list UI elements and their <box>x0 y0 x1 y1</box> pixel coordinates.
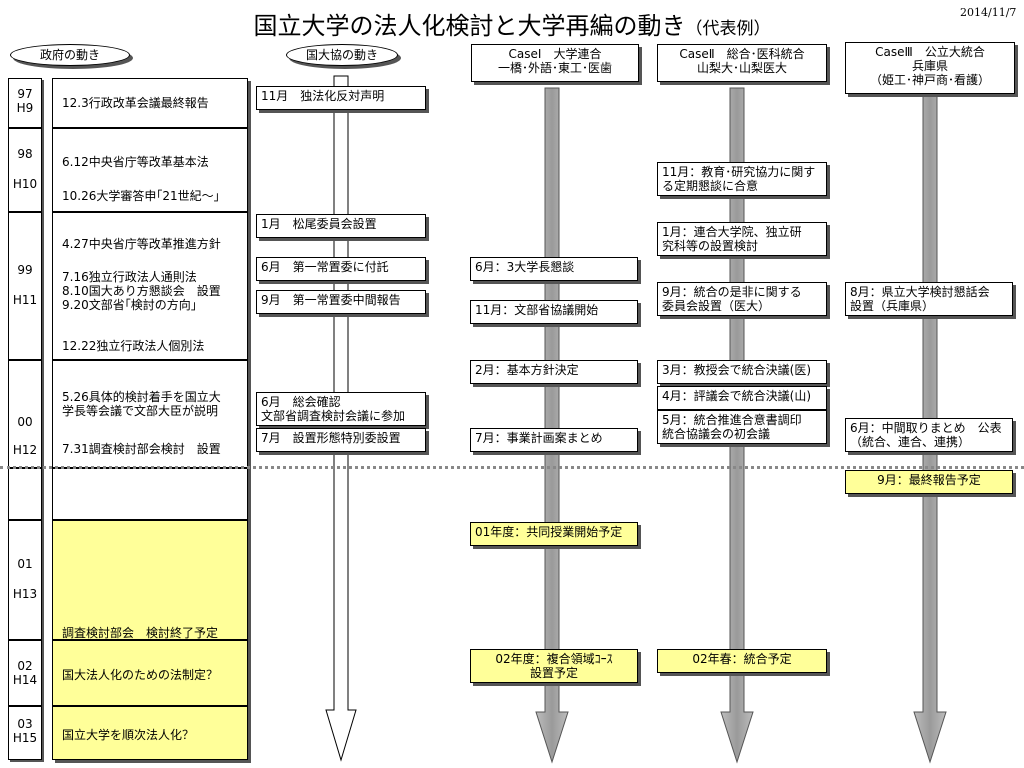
gov-event: 4.27中央省庁等改革推進方針 <box>62 237 221 251</box>
case1-event: 7月：事業計画案まとめ <box>470 428 638 452</box>
gov-cell <box>52 212 248 360</box>
gov-event: 6.12中央省庁等改革基本法 <box>62 155 209 169</box>
case2-event: 11月：教育･研究協力に関す る定期懇談に合意 <box>657 162 827 196</box>
case2-event: 1月：連合大学院、独立研 究科等の設置検討 <box>657 222 827 256</box>
case1-event: 02年度：複合領域ｺｰｽ 設置予定 <box>470 649 638 683</box>
case3-event: 6月：中間取りまとめ 公表 （統合、連合、連携） <box>845 418 1013 452</box>
case2-event: 3月：教授会で統合決議(医) <box>657 360 827 384</box>
gov-event: 国立大学を順次法人化？ <box>62 728 195 742</box>
case1-event: 2月：基本方針決定 <box>470 360 638 384</box>
title-sub: （代表例） <box>685 19 771 39</box>
gov-cell <box>52 360 248 468</box>
gov-cell <box>52 468 248 520</box>
gov-event: 調査検討部会 検討終了予定 <box>62 626 219 640</box>
kokudaikyo-event: 6月 第一常置委に付託 <box>256 257 426 281</box>
kokudaikyo-event: 6月 総会確認 文部省調査検討会議に参加 <box>256 392 426 426</box>
current-time-divider <box>0 466 1024 469</box>
kokudaikyo-event: 7月 設置形態特別委設置 <box>256 428 426 452</box>
case3-event: 8月：県立大学検討懇話会 設置（兵庫県） <box>845 282 1013 316</box>
gov-event: 12.22独立行政法人個別法 <box>62 339 205 353</box>
kokudaikyo-event: 9月 第一常置委中間報告 <box>256 290 426 314</box>
case1-event: 6月：3大学長懇談 <box>470 257 638 281</box>
case2-event: 4月：評議会で統合決議(山) <box>657 386 827 410</box>
gov-cell <box>52 640 248 706</box>
case1-event: 11月：文部省協議開始 <box>470 300 638 324</box>
kokudaikyo-event: 11月 独法化反対声明 <box>256 86 426 110</box>
gov-event: 7.16独立行政法人通則法 8.10国大あり方懇談会 設置 9.20文部省｢検討… <box>62 270 221 312</box>
header-case1: CaseⅠ 大学連合 一橋･外語･東工･医歯 <box>471 44 639 82</box>
title-main: 国立大学の法人化検討と大学再編の動き <box>253 12 686 40</box>
case2-event: 9月：統合の是非に関する 委員会設置（医大） <box>657 282 827 316</box>
case2-event: 5月：統合推進合意書調印 統合協議会の初会議 <box>657 410 827 444</box>
gov-event: 5.26具体的検討着手を国立大 学長等会議で文部大臣が説明 <box>62 390 221 418</box>
header-case3: CaseⅢ 公立大統合 兵庫県 （姫工･神戸商･看護） <box>845 42 1015 94</box>
case2-event: 02年春：統合予定 <box>657 649 827 673</box>
year-cell <box>8 468 42 520</box>
page-title: 国立大学の法人化検討と大学再編の動き（代表例） <box>0 6 1024 41</box>
gov-event: 10.26大学審答申｢21世紀～｣ <box>62 189 220 203</box>
gov-event: 7.31調査検討部会検討 設置 <box>62 442 221 456</box>
gov-event: 国大法人化のための法制定？ <box>62 668 219 682</box>
case1-event: 01年度：共同授業開始予定 <box>470 522 638 546</box>
header-kokudaikyo: 国大協の動き <box>286 44 398 66</box>
gov-cell <box>52 128 248 212</box>
case3-event: 9月：最終報告予定 <box>845 470 1013 494</box>
header-case2: CaseⅡ 総合･医科統合 山梨大･山梨医大 <box>657 44 827 82</box>
gov-cell <box>52 78 248 128</box>
gov-cell <box>52 520 248 640</box>
gov-cell <box>52 706 248 760</box>
case1-arrow <box>535 87 569 764</box>
gov-event: 12.3行政改革会議最終報告 <box>62 96 209 110</box>
header-gov: 政府の動き <box>10 44 130 66</box>
date-label: 2014/11/7 <box>960 6 1017 19</box>
kokudaikyo-event: 1月 松尾委員会設置 <box>256 214 426 238</box>
